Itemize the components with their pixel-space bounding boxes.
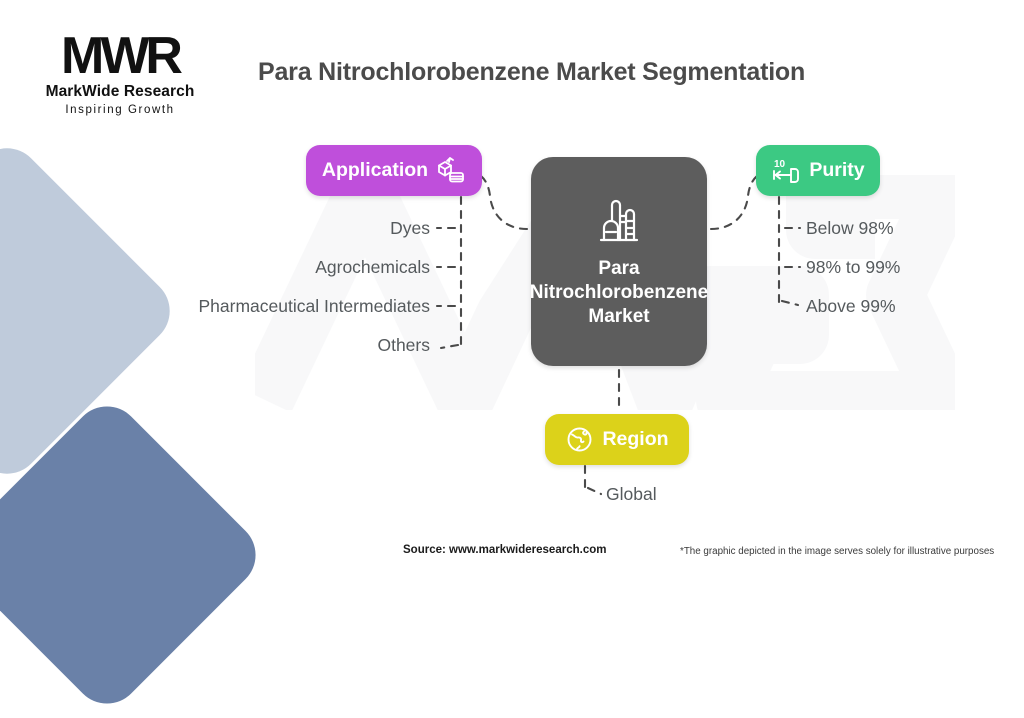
logo-company-name: MarkWide Research: [45, 83, 195, 100]
brand-logo: MWR MarkWide Research Inspiring Growth: [20, 30, 220, 116]
connector-purity-item-2: [780, 299, 800, 307]
center-node[interactable]: Para Nitrochlorobenzene Market: [529, 157, 709, 366]
branch-label-purity: Purity: [809, 159, 865, 181]
leaf-application-3: Others: [377, 335, 430, 355]
leaf-purity-1: 98% to 99%: [806, 257, 901, 277]
center-node-label: Para Nitrochlorobenzene Market: [529, 257, 709, 328]
branch-label-region: Region: [602, 428, 669, 450]
leaf-application-0: Dyes: [390, 218, 430, 238]
branch-label-application: Application: [321, 159, 429, 181]
source-attribution: Source: www.markwideresearch.com: [403, 544, 607, 556]
branch-node-application[interactable]: Application: [306, 145, 482, 196]
connector-region-item-0: [586, 486, 603, 496]
logo-mark: MWR: [61, 27, 183, 85]
leaf-purity-0: Below 98%: [806, 218, 894, 238]
leaf-purity-2: Above 99%: [806, 296, 896, 316]
leaf-application-2: Pharmaceutical Intermediates: [198, 296, 431, 316]
branch-node-purity[interactable]: 10 Purity: [756, 145, 880, 196]
svg-text:10: 10: [774, 159, 786, 170]
branch-node-region[interactable]: Region: [545, 414, 689, 465]
segmentation-diagram: Para Nitrochlorobenzene Market Applicati…: [198, 145, 901, 504]
globe-icon: [565, 425, 594, 454]
purity-measure-icon: 10: [771, 156, 801, 186]
page-title: Para Nitrochlorobenzene Market Segmentat…: [258, 58, 806, 86]
connector-application-item-3: [439, 343, 460, 350]
disclaimer-text: *The graphic depicted in the image serve…: [680, 546, 995, 557]
chemical-plant-icon: [592, 198, 646, 248]
logo-tagline: Inspiring Growth: [65, 104, 175, 116]
leaf-region-0: Global: [606, 484, 657, 504]
connector-lines: [435, 169, 802, 496]
leaf-application-1: Agrochemicals: [315, 257, 430, 277]
application-box-icon: [436, 156, 466, 186]
